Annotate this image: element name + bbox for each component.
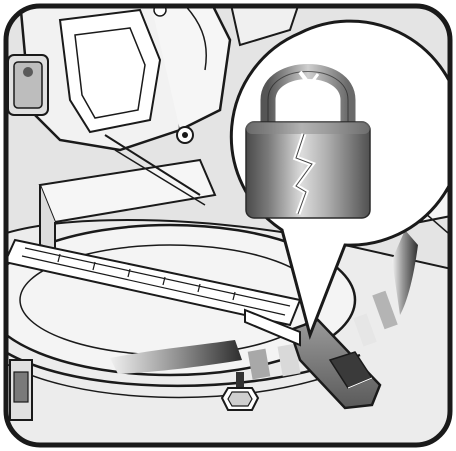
saw-foot	[10, 360, 32, 420]
